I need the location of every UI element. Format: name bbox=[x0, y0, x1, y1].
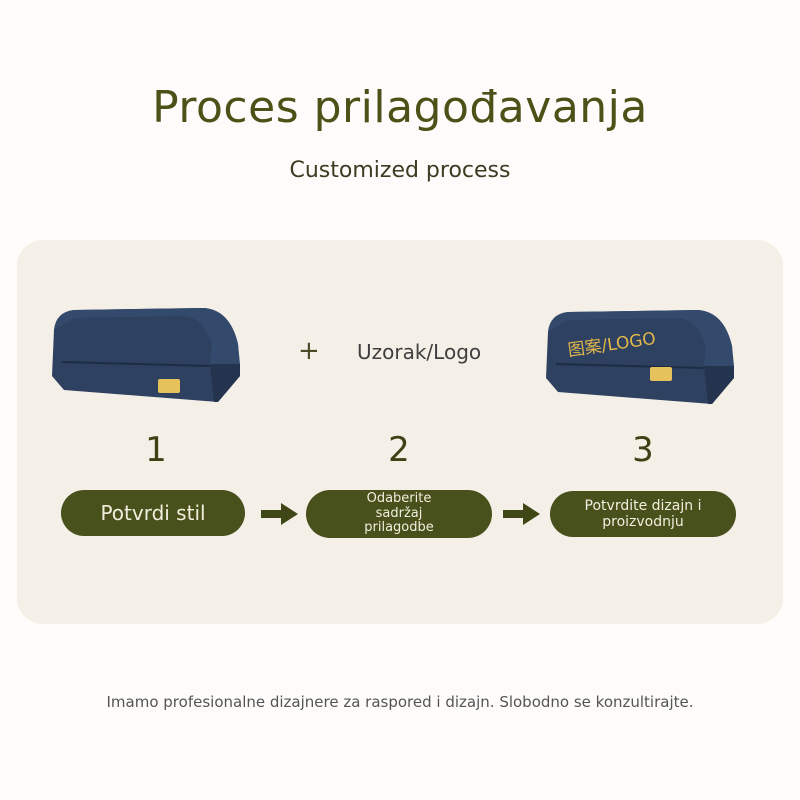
logo-case-image: 图案/LOGO bbox=[546, 310, 734, 404]
step-1-pill: Potvrdi stil bbox=[61, 490, 245, 536]
arrow-right-icon bbox=[503, 503, 540, 525]
step-3-label: Potvrdite dizajn i proizvodnju bbox=[584, 497, 702, 530]
pattern-logo-label: Uzorak/Logo bbox=[357, 340, 482, 364]
process-card bbox=[17, 240, 783, 624]
step-2-pill: Odaberite sadržaj prilagodbe bbox=[306, 490, 492, 538]
plus-sign: + bbox=[298, 336, 320, 366]
step-number-1: 1 bbox=[145, 430, 167, 470]
arrow-right-icon bbox=[261, 503, 298, 525]
step-number-3: 3 bbox=[632, 430, 654, 470]
step-3-pill: Potvrdite dizajn i proizvodnju bbox=[550, 491, 736, 537]
page-subtitle: Customized process bbox=[289, 158, 511, 183]
step-number-2: 2 bbox=[388, 430, 410, 470]
step-2-label: Odaberite sadržaj prilagodbe bbox=[364, 490, 434, 536]
plain-case-image bbox=[52, 308, 240, 402]
step-1-label: Potvrdi stil bbox=[100, 500, 206, 525]
page-title: Proces prilagođavanja bbox=[152, 82, 648, 133]
footer-note: Imamo profesionalne dizajnere za raspore… bbox=[106, 693, 694, 711]
